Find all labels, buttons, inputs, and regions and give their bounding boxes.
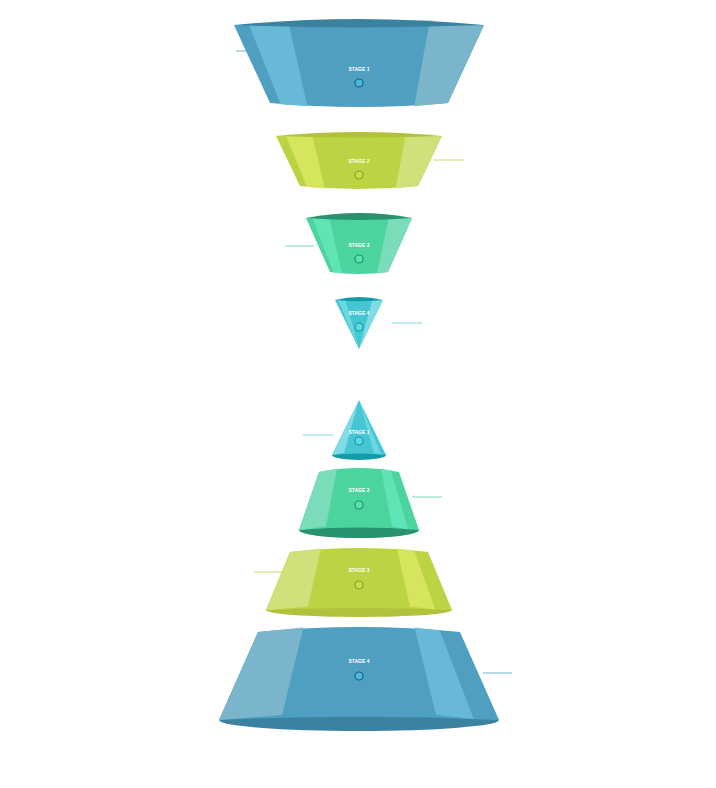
segment-group [299, 468, 419, 538]
funnel-highlight [249, 25, 307, 106]
funnel-body [234, 25, 484, 107]
segment-shape [335, 293, 383, 351]
leader-line [254, 572, 284, 573]
stage-dot [355, 323, 363, 331]
leader-line [412, 497, 442, 498]
pyramid-highlight [219, 628, 303, 721]
pyramid-highlight [299, 468, 337, 530]
pyramid-highlight [266, 548, 321, 610]
funnel-segment: STAGE 1 [234, 12, 484, 113]
funnel-highlight [414, 25, 484, 106]
funnel-highlight [377, 218, 412, 274]
pyramid-highlight [359, 400, 381, 455]
pyramid-segment: STAGE 2 [299, 463, 419, 548]
funnel-segment: STAGE 3 [306, 207, 412, 278]
funnel-highlight [396, 136, 442, 188]
segment-group [306, 213, 412, 274]
pyramid-body [299, 468, 419, 530]
leader-line [303, 435, 333, 436]
pyramid-highlight [397, 548, 435, 609]
stage-label: STAGE 4 [219, 658, 499, 664]
stage-label: STAGE 3 [306, 242, 412, 248]
stage-dot [355, 255, 363, 263]
pyramid-segment: STAGE 4 [219, 621, 499, 744]
segment-group [219, 627, 499, 731]
funnel-segment: STAGE 4 [335, 293, 383, 351]
stage-label: STAGE 3 [266, 567, 452, 573]
stage-dot [355, 672, 363, 680]
funnel-cap [234, 19, 484, 27]
funnel-cap [306, 213, 412, 220]
stage-dot [355, 437, 363, 445]
stage-label: STAGE 2 [299, 487, 419, 493]
segment-shape [219, 621, 499, 744]
segment-group [276, 132, 442, 189]
segment-shape [266, 543, 452, 626]
pyramid-segment: STAGE 1 [332, 399, 386, 467]
funnel-cap [335, 297, 383, 301]
leader-line [392, 323, 422, 324]
segment-group [332, 400, 386, 460]
funnel-body [335, 300, 383, 349]
pyramid-segment: STAGE 3 [266, 543, 452, 626]
stage-dot [355, 171, 363, 179]
leader-line [434, 160, 464, 161]
pyramid-body [266, 548, 452, 610]
funnel-segment: STAGE 2 [276, 127, 442, 194]
funnel-body [306, 218, 412, 274]
pyramid-highlight [381, 468, 408, 529]
leader-line [483, 673, 512, 674]
stage-label: STAGE 1 [234, 66, 484, 72]
funnel-highlight [286, 136, 325, 188]
pyramid-highlight [415, 628, 474, 719]
funnel-highlight [312, 218, 342, 274]
stage-label: STAGE 1 [332, 429, 386, 435]
pyramid-body [332, 400, 386, 455]
stage-dot [355, 501, 363, 509]
stage-dot [355, 79, 363, 87]
stage-label: STAGE 2 [276, 158, 442, 164]
segment-shape [299, 463, 419, 548]
segment-group [266, 548, 452, 617]
funnel-cap [276, 132, 442, 138]
leader-line [285, 246, 314, 247]
stage-label: STAGE 4 [335, 310, 383, 316]
funnel-body [276, 136, 442, 189]
segment-shape [234, 12, 484, 113]
pyramid-highlight [332, 400, 359, 455]
pyramid-body [219, 627, 499, 720]
segment-group [234, 19, 484, 107]
stage-dot [355, 581, 363, 589]
segment-group [335, 297, 383, 349]
